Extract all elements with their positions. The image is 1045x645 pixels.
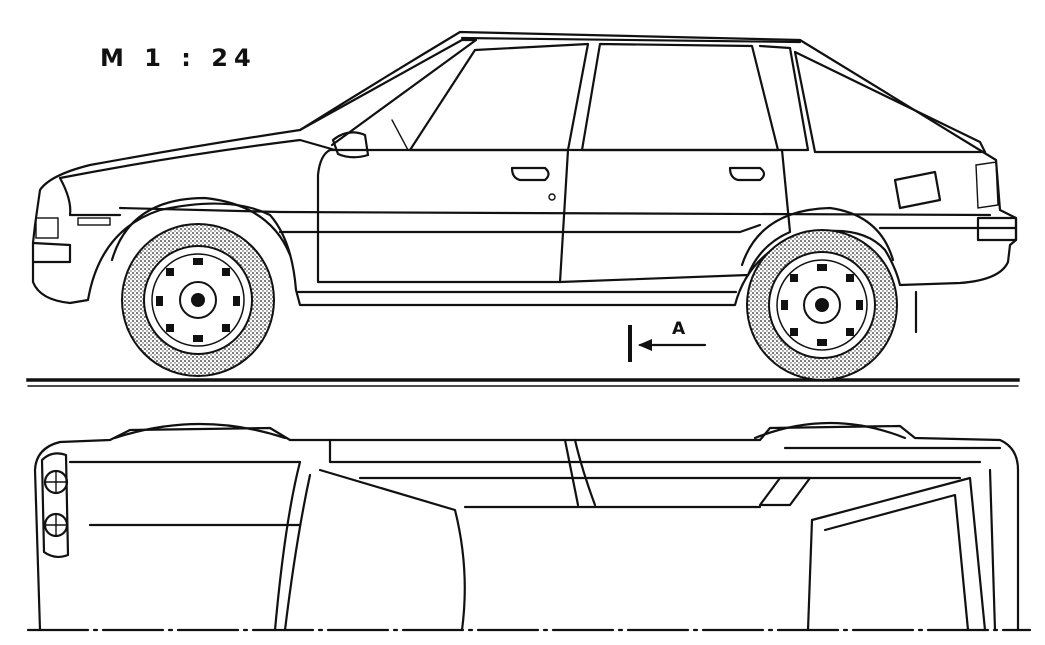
scale-label: M 1 : 24 [100,44,257,72]
plan-windshield [318,468,466,632]
plan-rear-mirror-bulge [753,421,907,440]
mirror-stalk [391,119,409,151]
front-wheel [121,223,275,377]
rear-wheel-vents [781,264,863,346]
plan-c-pillar-vent [758,476,812,507]
plan-b-pillar [563,438,580,507]
plan-b-pillar-inner [573,438,597,507]
plan-outline [33,424,1020,632]
side-view: A [26,30,1020,387]
plan-rear-glass [810,476,987,632]
plan-tailgate-edge [823,493,970,632]
front-door [316,148,570,284]
fuel-filler-flap [893,170,942,210]
section-marker-label: A [672,319,686,339]
section-marker: A [628,319,707,362]
side-mirror [331,131,370,159]
plan-a-pillar-strip [283,473,312,632]
plan-headlights [40,452,70,559]
front-wheel-vents [156,258,240,342]
rear-door [558,148,792,284]
rear-wheel-arch [740,206,895,267]
c-pillar [758,44,810,152]
side-badge [77,217,111,226]
headlight [35,217,59,239]
plan-rear-pillar [806,518,814,632]
top-view [26,421,1032,632]
hood-line [58,138,337,180]
rear-wheel [746,229,898,381]
rear-door-window [580,42,780,152]
rear-bumper [976,216,1018,242]
tail-light [975,161,999,209]
front-door-handle [510,166,550,182]
roof-line [460,36,802,44]
plan-hood [68,460,302,632]
belt-line [118,206,992,217]
rear-quarter-window [793,50,987,154]
plan-roof-rail-near [328,438,982,464]
rocker-line [278,223,762,234]
front-door-window [408,42,590,152]
plan-front-mirror-bulge [113,422,287,440]
plan-rear-body [988,468,997,632]
door-lock [548,193,556,201]
front-bumper [31,241,72,264]
windshield-a-pillar [298,38,478,147]
front-shoulder [58,176,122,217]
front-wheel-arch [110,196,292,262]
rear-door-handle [728,166,766,182]
